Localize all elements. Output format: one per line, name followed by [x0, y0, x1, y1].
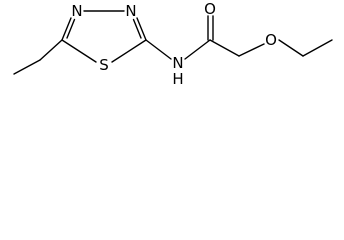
atom-label-n4: N — [71, 2, 82, 20]
bond-carbonyl-ch2 — [209, 39, 240, 57]
atom-label-layer: N N S N H O O — [71, 0, 277, 87]
atom-label-n3: N — [125, 2, 136, 20]
chemical-structure-diagram: N N S N H O O — [13, 0, 333, 87]
atom-label-amide-h: H — [172, 70, 183, 87]
bond-ethyl-ch2-c5 — [39, 39, 63, 61]
bond-c2-nh — [145, 39, 172, 60]
bond-layer — [13, 10, 333, 75]
bond-ch2-ch3 — [302, 39, 333, 57]
bond-s1-c5 — [61, 39, 97, 63]
bond-c5-n4-double — [61, 17, 72, 41]
bond-o-ether-ch2 — [278, 39, 304, 57]
atom-label-amide-n: N — [172, 54, 183, 72]
bond-n3-c2-double — [136, 17, 147, 41]
bond-n3-c2-double-inner — [132, 18, 142, 39]
bond-nh-carbonyl — [184, 39, 211, 60]
bond-ethyl-ch3-ch2 — [13, 59, 41, 75]
bond-c2-s1 — [111, 39, 147, 63]
atom-label-s1: S — [99, 56, 109, 74]
bond-ch2-o-ether — [238, 43, 265, 57]
bond-c5-n4-double-inner — [66, 18, 76, 39]
atom-label-carbonyl-o: O — [204, 0, 216, 18]
atom-label-ether-o: O — [265, 31, 277, 49]
